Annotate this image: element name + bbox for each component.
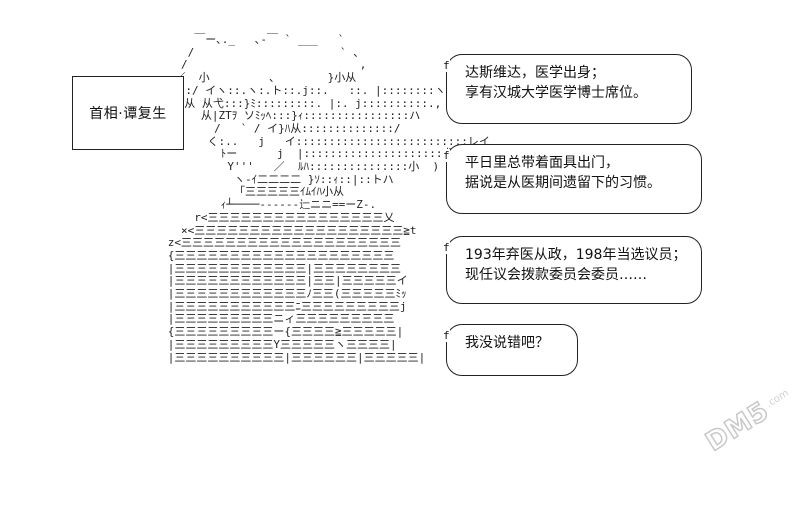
character-name-box: 首相·谭复生 xyxy=(72,76,184,150)
speech-bubble-3: f 193年弃医从政，198年当选议员； 现任议会拨款委员会委员…… xyxy=(443,236,702,304)
character-name-label: 首相·谭复生 xyxy=(89,106,167,122)
bubble-3-line-2: 现任议会拨款委员会委员…… xyxy=(465,267,647,283)
watermark-suffix: .com xyxy=(763,387,791,410)
bubble-tail-mark: f xyxy=(443,59,450,72)
bubble-tail-mark: f xyxy=(443,241,450,254)
speech-bubble-4: f 我没说错吧？ xyxy=(443,324,578,376)
bubble-1-line-2: 享有汉城大学医学博士席位。 xyxy=(465,85,647,101)
speech-bubble-1: f 达斯维达，医学出身； 享有汉城大学医学博士席位。 xyxy=(443,54,692,124)
bubble-tail-mark: f xyxy=(443,329,450,342)
bubble-2-line-2: 据说是从医期间遗留下的习惯。 xyxy=(465,175,661,191)
speech-bubble-2: f 平日里总带着面具出门， 据说是从医期间遗留下的习惯。 xyxy=(443,144,702,214)
bubble-3-line-1: 193年弃医从政，198年当选议员； xyxy=(465,247,687,263)
bubble-2-line-1: 平日里总带着面具出门， xyxy=(465,155,619,171)
bubble-1-line-1: 达斯维达，医学出身； xyxy=(465,65,605,81)
bubble-4-line-1: 我没说错吧？ xyxy=(465,335,549,351)
bubble-tail-mark: f xyxy=(443,149,450,162)
